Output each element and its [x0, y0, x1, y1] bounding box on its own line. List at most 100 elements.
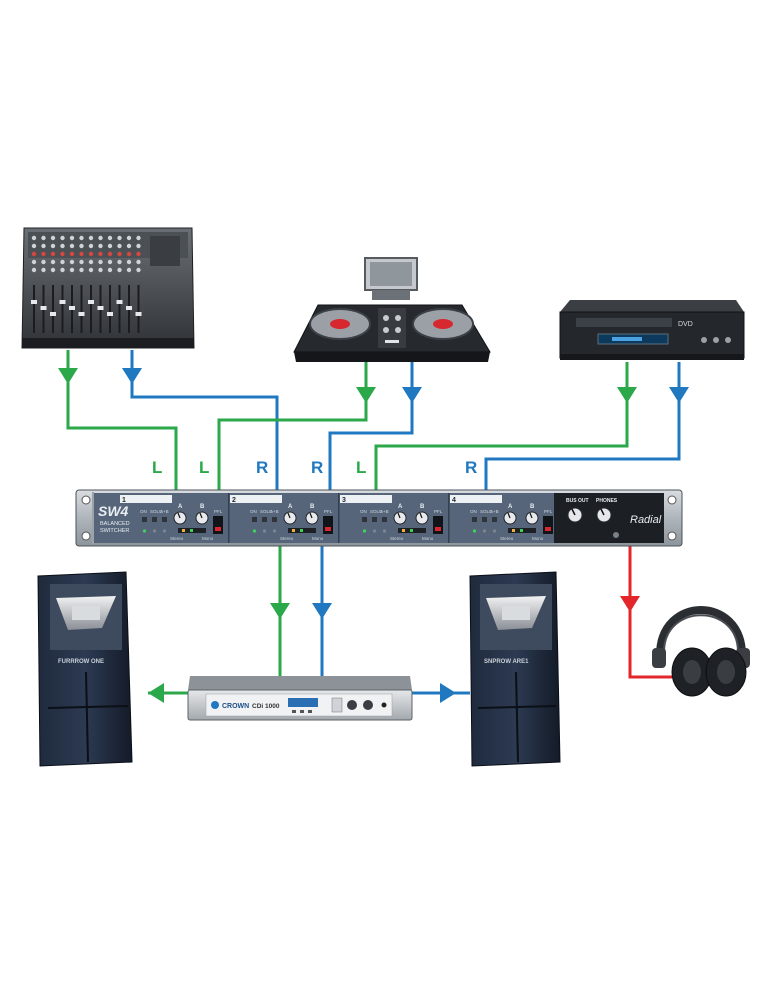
mixer-knob[interactable]	[60, 243, 65, 249]
mixer-knob[interactable]	[69, 235, 75, 241]
channel-button[interactable]	[372, 517, 377, 522]
channel-button[interactable]	[272, 517, 277, 522]
channel-button[interactable]	[252, 517, 257, 522]
pfl-switch[interactable]	[213, 516, 223, 534]
channel-button[interactable]	[152, 517, 157, 522]
mixer-knob[interactable]	[69, 267, 75, 273]
mixer-knob[interactable]	[88, 243, 94, 249]
mixer-knob[interactable]	[41, 259, 46, 265]
mixer-fader[interactable]	[40, 306, 47, 310]
mixer-knob[interactable]	[88, 251, 94, 257]
mixer-knob[interactable]	[107, 243, 113, 249]
mixer-knob[interactable]	[79, 267, 84, 273]
mixer-knob[interactable]	[136, 251, 141, 257]
mixer-knob[interactable]	[126, 235, 132, 241]
amp-knob-1[interactable]	[347, 700, 357, 710]
mixer-knob[interactable]	[107, 259, 113, 265]
mixer-knob[interactable]	[31, 243, 37, 249]
mixer-knob[interactable]	[107, 267, 113, 273]
mixer-fader[interactable]	[59, 300, 66, 304]
mixer-knob[interactable]	[60, 259, 65, 265]
mixer-knob[interactable]	[50, 259, 56, 265]
mixer-knob[interactable]	[60, 235, 65, 241]
mixer-knob[interactable]	[117, 251, 122, 257]
channel-button[interactable]	[362, 517, 367, 522]
mixer-knob[interactable]	[88, 259, 94, 265]
pfl-switch[interactable]	[433, 516, 443, 534]
mixer-knob[interactable]	[117, 267, 122, 273]
mixer-knob[interactable]	[98, 251, 103, 257]
mixer-fader[interactable]	[107, 312, 113, 316]
channel-button[interactable]	[162, 517, 167, 522]
pfl-switch[interactable]	[543, 516, 553, 534]
mixer-knob[interactable]	[117, 243, 122, 249]
mixer-knob[interactable]	[50, 267, 56, 273]
mixer-knob[interactable]	[117, 259, 122, 265]
mixer-knob[interactable]	[50, 251, 56, 257]
channel-button[interactable]	[382, 517, 387, 522]
channel-button[interactable]	[142, 517, 147, 522]
control-label: SOLO	[260, 509, 273, 514]
mixer-knob[interactable]	[79, 243, 84, 249]
dvd-player: DVD	[559, 300, 745, 360]
channel-button[interactable]	[472, 517, 477, 522]
mixer-fader[interactable]	[78, 312, 85, 316]
channel-button[interactable]	[492, 517, 497, 522]
mixer-knob[interactable]	[69, 243, 75, 249]
channel-button[interactable]	[262, 517, 267, 522]
mixer-knob[interactable]	[31, 259, 37, 265]
mixer-knob[interactable]	[117, 235, 122, 241]
mixer-knob[interactable]	[88, 267, 94, 273]
label-ch2-right: R	[256, 458, 268, 477]
mixer-knob[interactable]	[98, 259, 103, 265]
mixer-fader[interactable]	[97, 306, 104, 310]
mixer-knob[interactable]	[136, 259, 141, 265]
mixer-knob[interactable]	[126, 259, 132, 265]
pfl-switch[interactable]	[323, 516, 333, 534]
mixer-knob[interactable]	[41, 267, 46, 273]
mixer-knob[interactable]	[50, 235, 56, 241]
channel-name-strip	[450, 495, 502, 503]
mixer-fader[interactable]	[31, 300, 37, 304]
mixer-knob[interactable]	[69, 251, 75, 257]
mixer-knob[interactable]	[136, 267, 141, 273]
mixer-fader[interactable]	[116, 300, 123, 304]
mixer-knob[interactable]	[79, 251, 84, 257]
arrows	[58, 368, 689, 703]
mixer-fader[interactable]	[50, 312, 56, 316]
mixer-knob[interactable]	[126, 251, 132, 257]
mixer-knob[interactable]	[69, 259, 75, 265]
channel-button[interactable]	[482, 517, 487, 522]
mixer-knob[interactable]	[41, 251, 46, 257]
mixer-knob[interactable]	[31, 267, 37, 273]
mixer-knob[interactable]	[31, 251, 37, 257]
amp-knob-2[interactable]	[363, 700, 373, 710]
mixer-knob[interactable]	[107, 251, 113, 257]
mixer-knob[interactable]	[79, 235, 84, 241]
mixer-knob[interactable]	[136, 243, 141, 249]
mixer-fader[interactable]	[88, 300, 94, 304]
mixer-knob[interactable]	[136, 235, 141, 241]
mixer-fader[interactable]	[69, 306, 75, 310]
mixer-knob[interactable]	[50, 243, 56, 249]
mixer-knob[interactable]	[98, 235, 103, 241]
mixer-fader[interactable]	[135, 312, 142, 316]
mixer-knob[interactable]	[31, 235, 37, 241]
mixer-knob[interactable]	[79, 259, 84, 265]
mixer-knob[interactable]	[41, 235, 46, 241]
channel-name-strip	[230, 495, 282, 503]
headphone-jack[interactable]	[613, 532, 619, 538]
mixer-knob[interactable]	[41, 243, 46, 249]
mixer-knob[interactable]	[107, 235, 113, 241]
mixer-knob[interactable]	[60, 267, 65, 273]
mixer-knob[interactable]	[98, 243, 103, 249]
mixer-knob[interactable]	[126, 267, 132, 273]
mixer-fader[interactable]	[126, 306, 132, 310]
power-amplifier: CROWN CDi 1000	[187, 676, 413, 721]
mixer-knob[interactable]	[88, 235, 94, 241]
mixer-knob[interactable]	[126, 243, 132, 249]
mixer-knob[interactable]	[60, 251, 65, 257]
mixer-knob[interactable]	[98, 267, 103, 273]
switcher-subtitle-2: SWITCHER	[100, 528, 129, 534]
